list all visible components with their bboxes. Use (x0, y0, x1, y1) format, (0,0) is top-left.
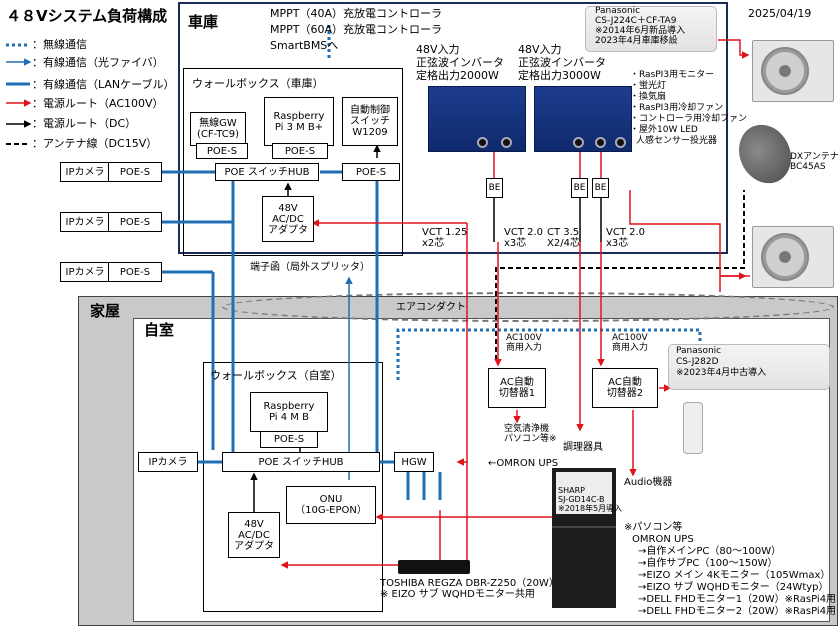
outdoor-unit-house (752, 226, 834, 288)
be-box-3: BE (592, 178, 609, 198)
ipcam-3-poe: POE-S (108, 262, 162, 282)
ipcam-3: IPカメラ (60, 262, 110, 282)
aircon-garage (585, 6, 717, 52)
recorder-label: TOSHIBA REGZA DBR-Z250（20W）※ EIZO サブ WQH… (380, 578, 559, 600)
poe-s-switch: POE-S (342, 163, 400, 181)
ipcam-room: IPカメラ (138, 452, 198, 472)
poe-s-raspi4: POE-S (260, 431, 318, 448)
inverter-2000w (428, 86, 526, 152)
hgw-box: HGW (394, 452, 434, 472)
air-purifier-label: 空気清浄機パソコン等※ (504, 424, 557, 444)
legend-antenna: ：アンテナ線（DC15V） (32, 137, 158, 150)
wallbox-room-title: ウォールボックス（自室） (210, 369, 342, 382)
pc-notes: ※パソコン等 OMRON UPS →自作メインPC（80～100W） →自作サブ… (624, 522, 837, 617)
audio-label: Audio機器 (624, 477, 673, 488)
kitchen-label: 調理器具 (563, 442, 603, 453)
outdoor-unit-garage (752, 40, 834, 102)
smartbms-label: SmartBMSへ (270, 39, 339, 52)
poe-s-gw: POE-S (196, 143, 248, 159)
page-title: ４８Vシステム負荷構成 (6, 7, 168, 25)
legend-lan: ：有線通信（LANケーブル） (32, 78, 175, 91)
inverter2-outlet-1 (573, 137, 584, 148)
date-label: 2025/04/19 (748, 7, 812, 20)
onu-box: ONU（10G-EPON） (286, 486, 376, 524)
recorder-device (398, 560, 470, 574)
wireless-gw-box: 無線GW(CF-TC9) (190, 112, 246, 146)
aircon-duct (222, 292, 834, 322)
fridge (552, 468, 616, 608)
ac-switch-1: AC自動切替器1 (488, 368, 546, 408)
ipcam-1-poe: POE-S (108, 162, 162, 182)
aircon-room (668, 344, 830, 390)
outdoor-fan-house (761, 233, 809, 281)
wallbox-garage-title: ウォールボックス（車庫） (192, 77, 324, 90)
inverter-3000w (534, 86, 632, 152)
mppt-40a: MPPT（40A）充放電コントローラ (270, 7, 442, 20)
inverter2-outlet-2 (595, 137, 606, 148)
legend-fiber: ：有線通信（光ファイバ） (32, 56, 164, 69)
ipcam-1: IPカメラ (60, 162, 110, 182)
poe-hub-room: POE スイッチHUB (222, 452, 380, 472)
inverter2-label: 48V入力正弦波インバータ定格出力3000W (518, 43, 606, 82)
remote-control-icon (683, 402, 703, 454)
house-title: 家屋 (90, 302, 121, 320)
outdoor-fan-garage (761, 47, 809, 95)
terminal-box-label: 端子函（局外スプリッタ） (250, 262, 370, 273)
be-box-1: BE (486, 178, 503, 198)
be-box-2: BE (571, 178, 588, 198)
legend-dc: ：電源ルート（DC） (32, 117, 137, 130)
legend-wireless: ：無線通信 (32, 38, 87, 51)
inverter1-outlet-2 (501, 137, 512, 148)
inverter2-outlet-3 (615, 137, 626, 148)
ipcam-2: IPカメラ (60, 212, 110, 232)
poe-s-raspi: POE-S (272, 143, 328, 159)
poe-hub-garage: POE スイッチHUB (215, 163, 319, 181)
mppt-60a: MPPT（60A）充放電コントローラ (270, 23, 442, 36)
garage-title: 車庫 (188, 13, 219, 31)
wallbox-room (203, 362, 383, 612)
aircon-duct-label: エアコンダクト (396, 302, 466, 313)
wallbox-garage (183, 68, 403, 256)
ipcam-2-poe: POE-S (108, 212, 162, 232)
ac-switch-2: AC自動切替器2 (592, 368, 658, 408)
inverter1-label: 48V入力正弦波インバータ定格出力2000W (416, 43, 504, 82)
room-title: 自室 (144, 321, 175, 339)
ups-label: ←OMRON UPS (488, 458, 559, 469)
garage-loads: ・RasPI3用モニター・蛍光灯・換気扇・RasPI3用冷却ファン・コントローラ… (630, 70, 748, 146)
legend-ac: ：電源ルート（AC100V） (32, 97, 164, 110)
inverter1-outlet-1 (477, 137, 488, 148)
